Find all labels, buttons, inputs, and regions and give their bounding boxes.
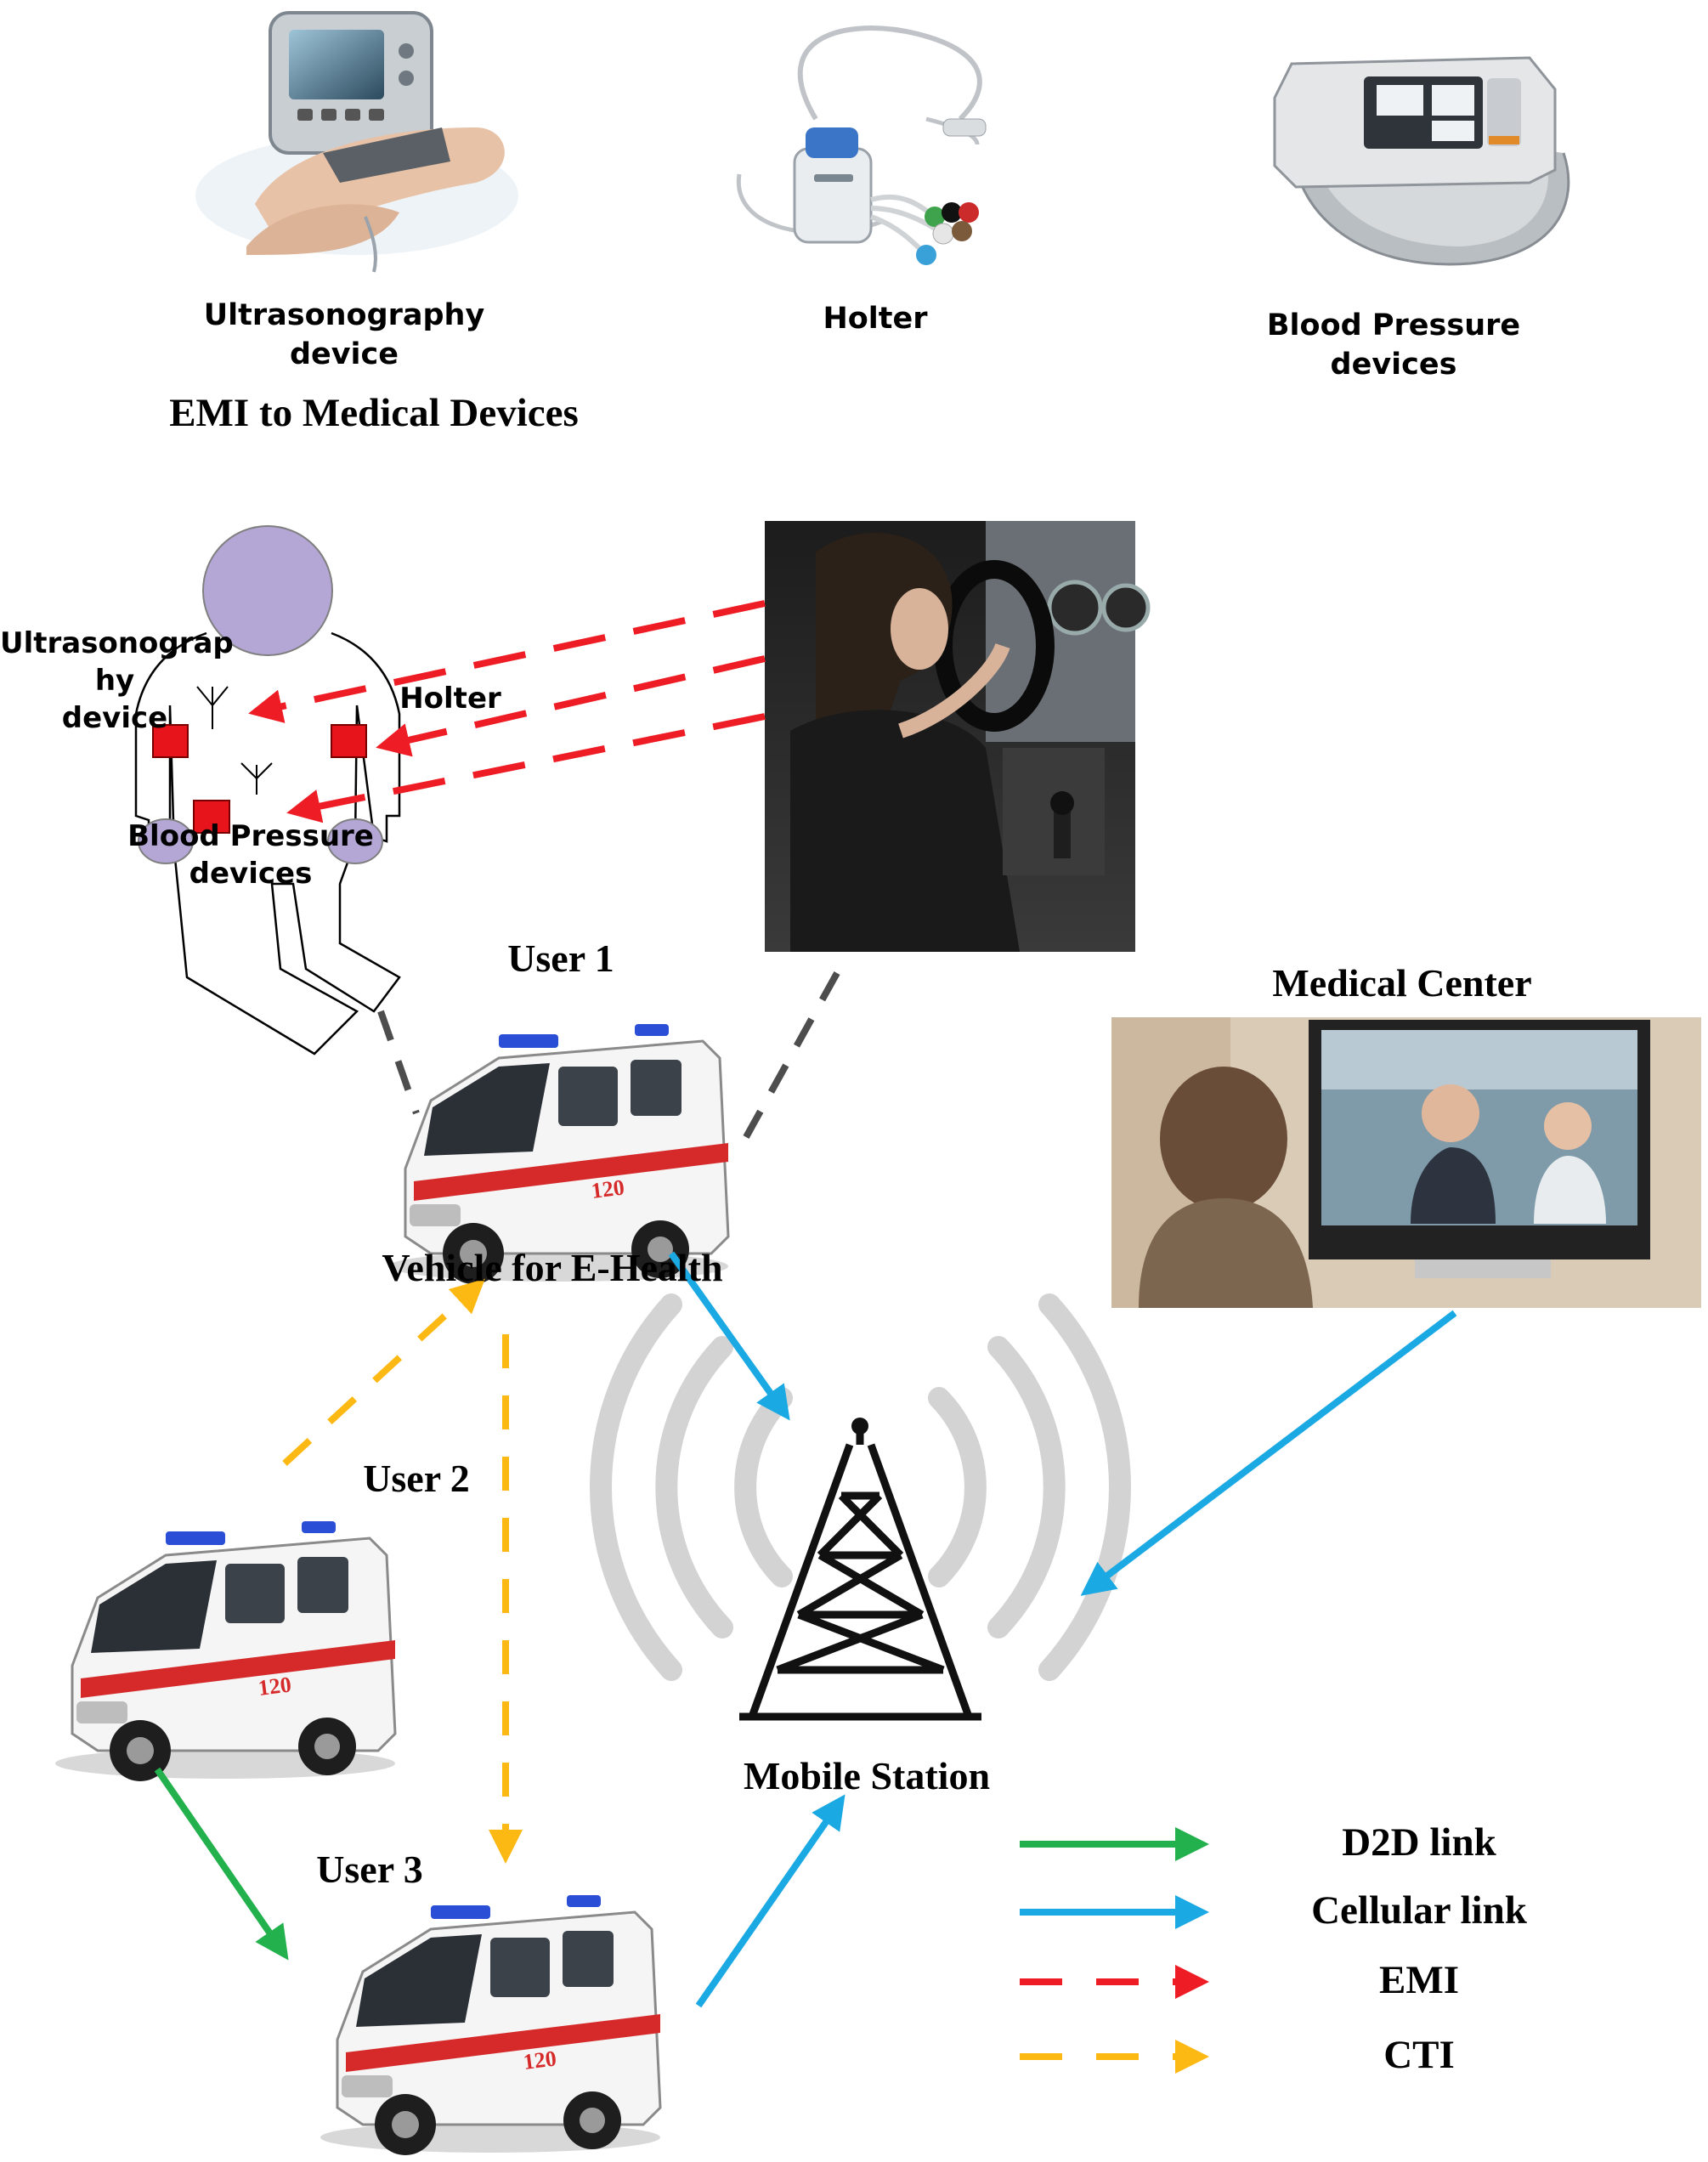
body-ultrasonography-label: Ultrasonograp hy device bbox=[0, 626, 234, 735]
cti-arrows bbox=[282, 1278, 523, 1864]
video-call-photo-icon bbox=[1111, 1017, 1701, 1308]
cellular-arrows bbox=[668, 1251, 1457, 2008]
blood-pressure-monitor-icon bbox=[1273, 56, 1570, 266]
blood-pressure-device-label: Blood Pressure devices bbox=[1266, 308, 1521, 382]
gray-dashed-links bbox=[377, 971, 840, 1139]
ambulance-icon bbox=[54, 1520, 397, 1783]
ambulance-icon bbox=[319, 1893, 662, 2157]
legend-label-emi: EMI bbox=[1379, 1958, 1459, 2002]
holter-device-icon bbox=[736, 25, 987, 265]
body-holter-label: Holter bbox=[399, 682, 501, 716]
blood-pressure-sensor bbox=[193, 800, 230, 834]
user2-label: User 2 bbox=[363, 1457, 470, 1500]
d2d-arrows bbox=[154, 1767, 289, 1961]
user1-label: User 1 bbox=[507, 937, 614, 980]
body-blood-pressure-label: Blood Pressure devices bbox=[127, 819, 374, 891]
ultrasonography-sensor bbox=[152, 724, 189, 758]
vehicle-label: Vehicle for E-Health bbox=[382, 1246, 723, 1289]
emi-arrows bbox=[248, 600, 766, 823]
legend-label-cti: CTI bbox=[1383, 2033, 1455, 2077]
legend-samples bbox=[1020, 1827, 1209, 2074]
medical-center-label: Medical Center bbox=[1272, 961, 1532, 1005]
human-body-icon bbox=[134, 525, 401, 1056]
holter-sensor bbox=[331, 724, 367, 758]
user3-label: User 3 bbox=[316, 1848, 423, 1891]
ultrasonography-device-label: Ultrasonography device bbox=[203, 298, 485, 371]
legend-label-cellular: Cellular link bbox=[1311, 1888, 1527, 1933]
legend-label-d2d: D2D link bbox=[1342, 1820, 1496, 1865]
mobile-station-label: Mobile Station bbox=[743, 1754, 991, 1797]
emi-section-title: EMI to Medical Devices bbox=[169, 391, 579, 435]
holter-device-label: Holter bbox=[823, 302, 928, 336]
cell-tower-icon bbox=[590, 1293, 1131, 1721]
driver-photo-icon bbox=[765, 521, 1151, 952]
ultrasound-device-icon bbox=[195, 11, 518, 273]
